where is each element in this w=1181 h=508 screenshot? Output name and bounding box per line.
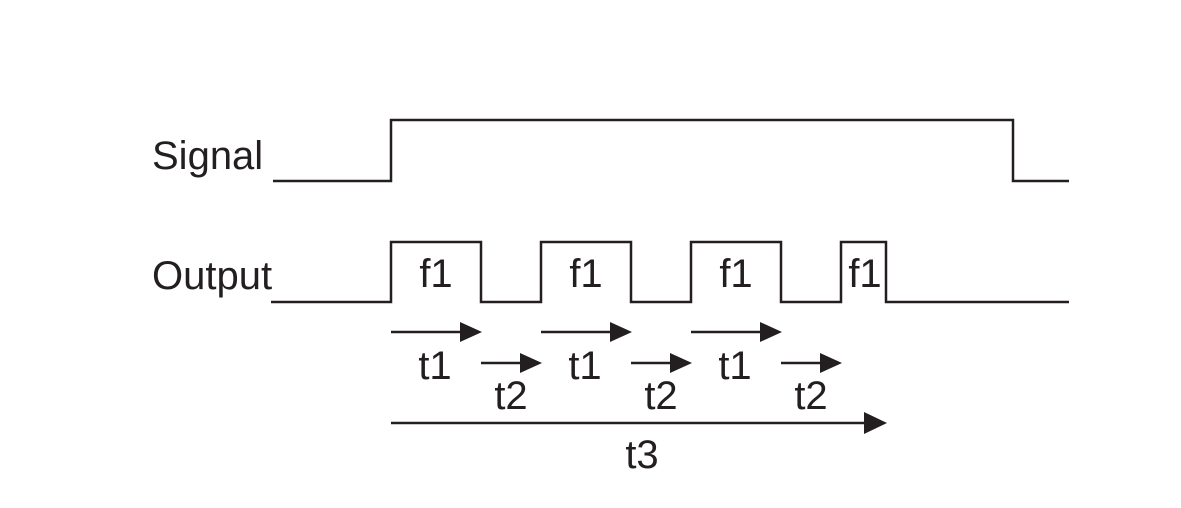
t3-label: t3	[625, 433, 658, 477]
t2-label: t2	[494, 374, 527, 418]
t2-label: t2	[794, 374, 827, 418]
t2-arrow	[631, 353, 692, 373]
t1-arrow	[691, 322, 782, 342]
t1-label: t1	[568, 344, 601, 388]
pulse-label: f1	[419, 252, 452, 296]
t1-label: t1	[418, 344, 451, 388]
t2-arrow	[781, 353, 842, 373]
t1-label: t1	[718, 344, 751, 388]
t3-arrow	[391, 412, 887, 434]
pulse-label: f1	[848, 252, 881, 296]
output-label: Output	[152, 254, 272, 298]
output-waveform	[271, 240, 1069, 304]
t2-label: t2	[644, 374, 677, 418]
signal-waveform	[273, 118, 1069, 183]
signal-label: Signal	[152, 134, 263, 178]
t1-arrow	[391, 322, 482, 342]
pulse-label: f1	[569, 252, 602, 296]
t2-arrow	[481, 353, 542, 373]
pulse-label: f1	[719, 252, 752, 296]
t1-arrow	[541, 322, 632, 342]
